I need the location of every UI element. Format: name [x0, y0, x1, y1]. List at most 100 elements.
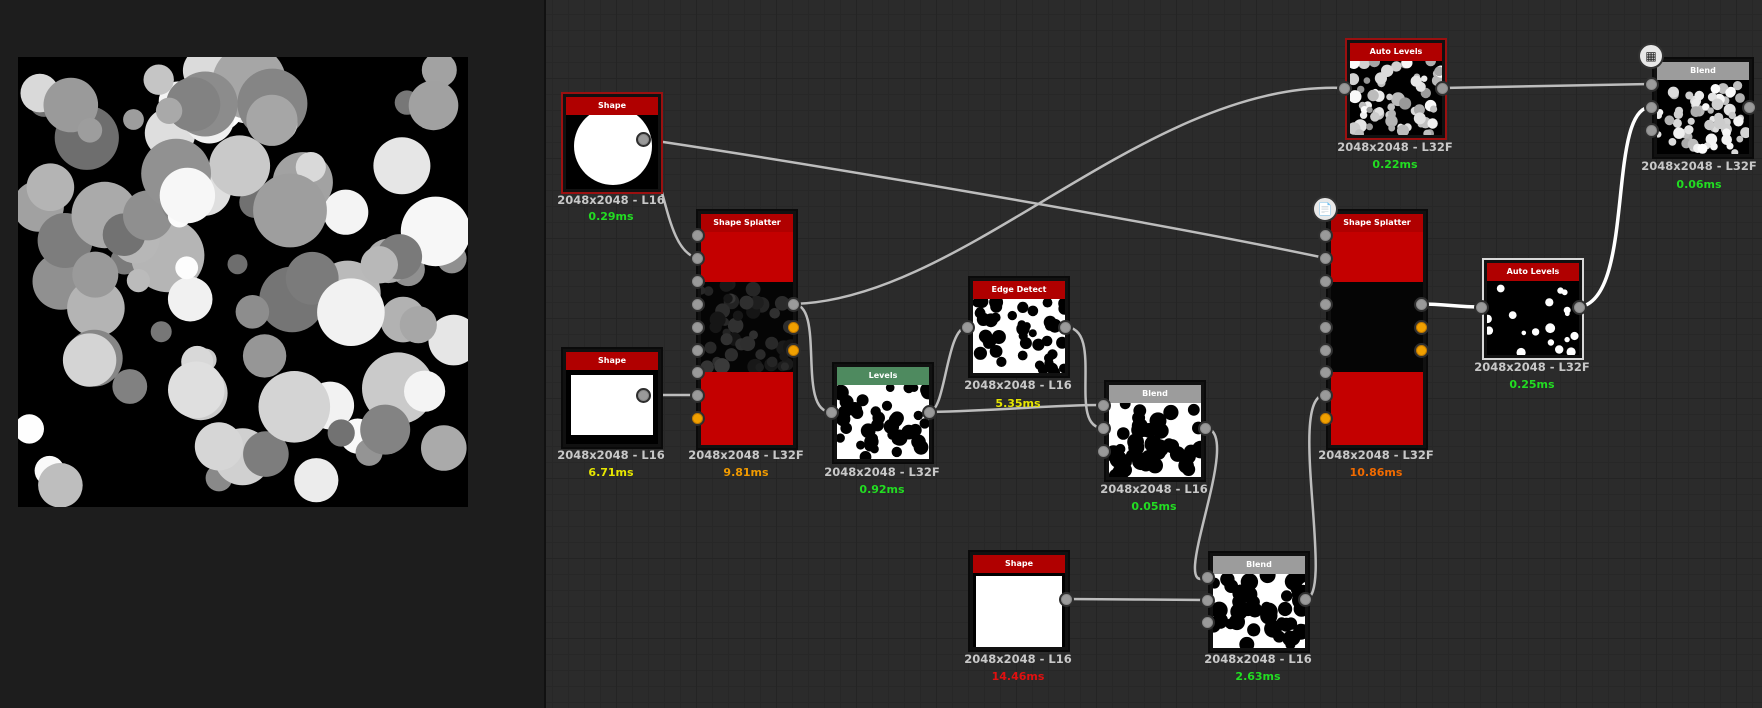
node-port[interactable] — [1318, 343, 1333, 358]
output-port-orange[interactable] — [1414, 320, 1429, 335]
node-auto-levels-2[interactable]: Auto Levels — [1482, 258, 1584, 360]
node-port[interactable] — [1096, 421, 1111, 436]
node-title: Shape Splatter — [1331, 214, 1423, 232]
thumbnail-blob — [1360, 106, 1369, 114]
node-port[interactable] — [1058, 320, 1073, 335]
thumbnail-blob — [1410, 75, 1422, 87]
node-blend-2[interactable]: Blend — [1208, 551, 1310, 653]
thumbnail-blob — [1350, 73, 1360, 86]
preview-circle — [235, 295, 270, 329]
node-port[interactable] — [786, 297, 801, 312]
preview-circle — [26, 163, 75, 211]
thumbnail-blob — [1182, 449, 1196, 464]
node-edge-detect[interactable]: Edge Detect — [968, 276, 1070, 378]
thumbnail-blob — [703, 286, 714, 296]
node-resolution: 2048x2048 - L32F — [688, 448, 804, 462]
node-resolution: 2048x2048 - L32F — [1474, 360, 1590, 374]
node-port[interactable] — [922, 405, 937, 420]
output-port-orange[interactable] — [1414, 343, 1429, 358]
node-port[interactable] — [1435, 81, 1450, 96]
preview-panel — [0, 0, 546, 708]
output-port-orange[interactable] — [1318, 411, 1333, 426]
node-port[interactable] — [690, 274, 705, 289]
node-port[interactable] — [690, 388, 705, 403]
thumbnail-blob — [1153, 423, 1169, 439]
node-port[interactable] — [690, 228, 705, 243]
thumbnail-blob — [871, 418, 884, 432]
node-auto-levels-1[interactable]: Auto Levels — [1345, 38, 1447, 140]
node-port[interactable] — [690, 297, 705, 312]
node-port[interactable] — [1318, 365, 1333, 380]
thumbnail-blob — [1413, 112, 1426, 125]
thumbnail-blob — [1423, 129, 1432, 135]
node-port[interactable] — [1318, 274, 1333, 289]
output-icon[interactable]: ▦ — [1638, 43, 1664, 69]
thumbnail-blob — [1563, 306, 1571, 314]
thumbnail-blob — [868, 433, 878, 444]
node-shape-bottom[interactable]: Shape — [968, 550, 1070, 652]
node-port[interactable] — [1200, 593, 1215, 608]
node-port[interactable] — [1318, 320, 1333, 335]
preview-circle — [123, 109, 144, 130]
output-port-orange[interactable] — [786, 343, 801, 358]
node-port[interactable] — [636, 132, 651, 147]
node-port[interactable] — [690, 320, 705, 335]
thumbnail-blob — [745, 282, 761, 297]
thumbnail-blob — [1401, 61, 1413, 69]
node-port[interactable] — [1198, 421, 1213, 436]
node-port[interactable] — [1318, 388, 1333, 403]
thumbnail-blob — [1710, 142, 1718, 151]
node-port[interactable] — [960, 320, 975, 335]
thumbnail-blob — [1697, 143, 1708, 154]
output-port-orange[interactable] — [690, 411, 705, 426]
node-port[interactable] — [1337, 81, 1352, 96]
output-port-orange[interactable] — [786, 320, 801, 335]
thumbnail-blob — [1350, 90, 1362, 104]
node-port[interactable] — [824, 405, 839, 420]
node-time: 0.06ms — [1676, 178, 1722, 191]
node-resolution: 2048x2048 - L32F — [1337, 140, 1453, 154]
node-port[interactable] — [1572, 300, 1587, 315]
node-port[interactable] — [1318, 251, 1333, 266]
thumbnail-blob — [1690, 106, 1702, 117]
thumbnail-blob — [1566, 347, 1576, 355]
thumbnail-blob — [1028, 329, 1037, 338]
node-port[interactable] — [1298, 592, 1313, 607]
node-port[interactable] — [1200, 615, 1215, 630]
node-port[interactable] — [1644, 100, 1659, 115]
node-title: Edge Detect — [973, 281, 1065, 299]
node-port[interactable] — [690, 343, 705, 358]
thumbnail-blob — [838, 405, 852, 419]
node-port[interactable] — [690, 365, 705, 380]
node-port[interactable] — [1059, 592, 1074, 607]
node-resolution: 2048x2048 - L16 — [1204, 652, 1312, 666]
node-port[interactable] — [1318, 228, 1333, 243]
thumbnail-blob — [1368, 61, 1380, 68]
thumbnail-blob — [883, 418, 900, 435]
node-port[interactable] — [690, 251, 705, 266]
node-port[interactable] — [1644, 123, 1659, 138]
document-icon[interactable]: 📄 — [1312, 196, 1338, 222]
node-port[interactable] — [1414, 297, 1429, 312]
node-shape-splatter-1[interactable]: Shape Splatter — [696, 209, 798, 450]
node-thumbnail — [1657, 80, 1749, 154]
thumbnail-blob — [1027, 305, 1039, 317]
node-shape-splatter-2[interactable]: Shape Splatter — [1326, 209, 1428, 450]
node-port[interactable] — [1318, 297, 1333, 312]
node-blend-output[interactable]: Blend — [1652, 57, 1754, 159]
node-port[interactable] — [1742, 100, 1757, 115]
node-blend-1[interactable]: Blend — [1104, 380, 1206, 482]
node-port[interactable] — [1644, 77, 1659, 92]
node-levels[interactable]: Levels — [832, 362, 934, 464]
node-port[interactable] — [1096, 398, 1111, 413]
node-graph-canvas[interactable]: Shape 2048x2048 - L16 0.29ms Shape 2048x… — [546, 0, 1762, 708]
node-port[interactable] — [1200, 570, 1215, 585]
node-port[interactable] — [636, 388, 651, 403]
node-port[interactable] — [1474, 300, 1489, 315]
node-port[interactable] — [1096, 444, 1111, 459]
thumbnail-blob — [709, 311, 726, 328]
preview-circle — [243, 431, 289, 477]
node-shape-square[interactable]: Shape — [561, 347, 663, 449]
thumbnail-blob — [769, 308, 780, 319]
thumbnail-blob — [1238, 607, 1249, 618]
